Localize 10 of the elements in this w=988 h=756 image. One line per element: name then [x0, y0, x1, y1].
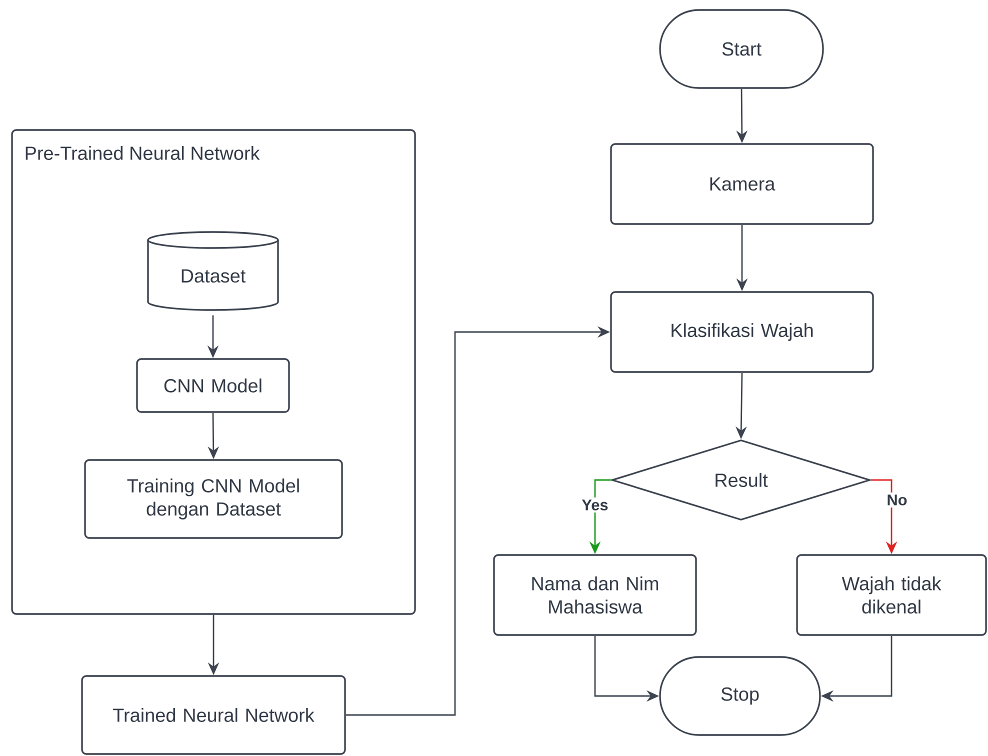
process-box: Kamera	[610, 143, 874, 225]
database-cylinder: Dataset	[147, 231, 279, 311]
edge-label: No	[884, 492, 910, 508]
process-box: Klasifikasi Wajah	[610, 291, 874, 373]
process-box: Nama dan Nim Mahasiswa	[493, 554, 697, 636]
edge-label: Yes	[580, 498, 610, 513]
process-box: Training CNN Model dengan Dataset	[84, 459, 343, 539]
process-box: CNN Model	[136, 358, 290, 413]
process-box: Trained Neural Network	[81, 675, 346, 755]
process-box: Wajah tidak dikenal	[796, 554, 987, 636]
